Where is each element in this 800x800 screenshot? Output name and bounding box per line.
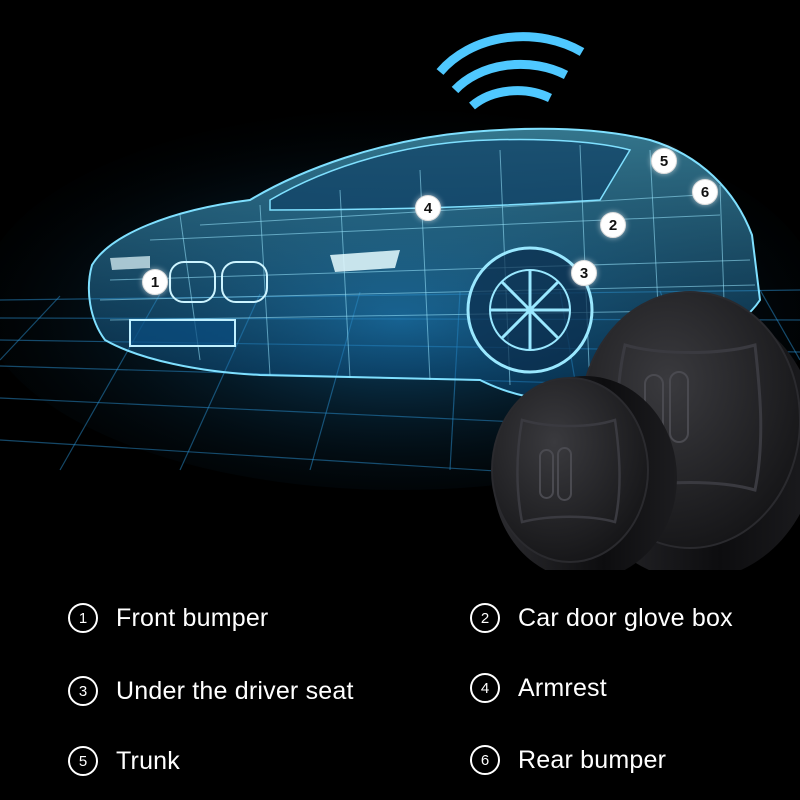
legend-number: 5 <box>68 746 98 776</box>
legend-label: Armrest <box>518 673 607 702</box>
location-marker-1: 1 <box>142 269 168 295</box>
legend-item-trunk: 5 Trunk <box>68 746 180 776</box>
location-marker-6: 6 <box>692 179 718 205</box>
legend-label: Car door glove box <box>518 603 733 632</box>
legend-item-rear-bumper: 6 Rear bumper <box>470 745 666 775</box>
legend-label: Trunk <box>116 746 180 775</box>
legend-item-under-driver-seat: 3 Under the driver seat <box>68 676 354 706</box>
location-marker-4: 4 <box>415 195 441 221</box>
location-marker-3: 3 <box>571 260 597 286</box>
legend-label: Rear bumper <box>518 745 667 774</box>
hero-illustration <box>0 32 800 570</box>
legend-item-armrest: 4 Armrest <box>470 673 607 703</box>
car-wireframe <box>87 127 762 401</box>
legend-label: Front bumper <box>116 603 269 632</box>
location-marker-2: 2 <box>600 212 626 238</box>
legend-number: 4 <box>470 673 500 703</box>
legend-number: 6 <box>470 745 500 775</box>
location-marker-5: 5 <box>651 148 677 174</box>
legend-item-car-door-glove-box: 2 Car door glove box <box>470 603 733 633</box>
legend-number: 2 <box>470 603 500 633</box>
legend-number: 3 <box>68 676 98 706</box>
gps-tracker-small <box>491 376 677 570</box>
legend-item-front-bumper: 1 Front bumper <box>68 603 268 633</box>
wifi-signal-icon <box>436 32 585 110</box>
legend-label: Under the driver seat <box>116 676 354 705</box>
legend-number: 1 <box>68 603 98 633</box>
